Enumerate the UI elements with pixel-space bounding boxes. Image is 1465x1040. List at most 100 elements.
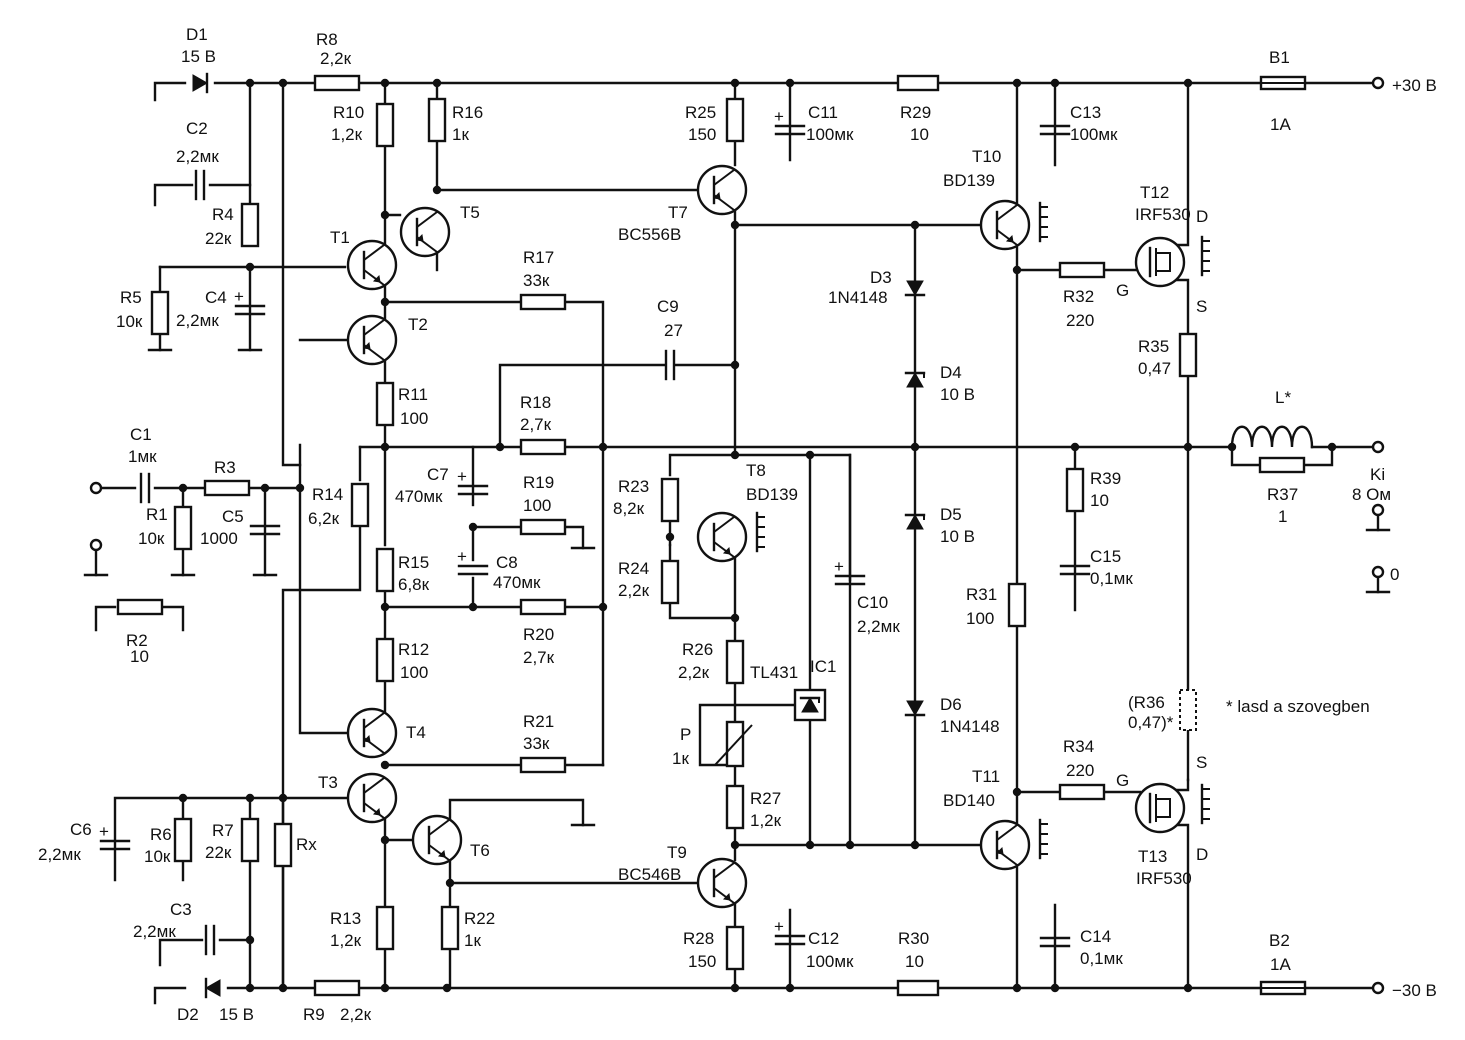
capacitor-label: C14 [1080,927,1111,946]
transistor-collector [713,516,735,533]
resistor-r37 [1258,456,1306,474]
resistor-r39 [1065,467,1085,513]
transistor-emitter [996,229,1018,246]
wire [113,796,352,882]
resistor-value: 22к [205,229,232,248]
rail-pos-label: +30 В [1392,76,1437,95]
resistor-value: 150 [688,952,716,971]
diode-d4 [906,371,924,388]
pin-d-label: D [1196,845,1208,864]
emitter-arrow [1005,234,1014,243]
diode-d6 [906,700,924,717]
transistor-label: T10 [972,147,1001,166]
resistor-r30 [896,979,940,997]
diode-value: 1N4148 [940,717,1000,736]
wire [668,453,737,477]
transistor-emitter [428,844,450,861]
capacitor-value: 2,2мк [176,311,219,330]
resistor-r29 [896,74,940,92]
resistor-label: R16 [452,103,483,122]
diode-d1 [192,74,209,92]
resistor-label: Rx [296,835,317,854]
transistor-label: T3 [318,773,338,792]
pin-g-label: G [1116,281,1129,300]
resistor-r20 [519,598,567,616]
capacitor-label: C9 [657,297,679,316]
transistor-type: IRF530 [1136,869,1192,888]
wire [298,443,352,735]
resistor-value: 1к [672,749,689,768]
components: +++++++ [83,72,1391,999]
capacitor-value: 2,2мк [38,845,81,864]
rail-neg-label: −30 В [1392,981,1437,1000]
junction-dot [178,793,188,803]
resistor-label: R35 [1138,337,1169,356]
transistor-label: T6 [470,841,490,860]
transistor-label: T4 [406,723,426,742]
transistor-t13 [1134,782,1186,834]
wire [94,605,117,632]
resistor-label: R7 [212,821,234,840]
resistor-label: R28 [683,929,714,948]
wire [668,601,737,620]
transistor-t6 [411,814,463,866]
resistor-label: R21 [523,712,554,731]
terminal [1371,565,1385,579]
resistor-label: R8 [316,30,338,49]
resistor-value: 100 [400,409,428,428]
wire [1230,445,1262,467]
polarity-plus: + [774,107,784,126]
transistor-label: T1 [330,228,350,247]
transistor-label: T2 [408,315,428,334]
resistor-r21 [519,756,567,774]
resistor-value: 2,2к [340,1005,372,1024]
resistor-label: R11 [398,385,428,404]
transistor-emitter [363,269,385,286]
diode-value: 10 В [940,385,975,404]
resistor-r6 [173,817,193,863]
polarity-plus: + [834,557,844,576]
resistor-r3 [203,479,251,497]
transistor-type: BD140 [943,791,995,810]
capacitor-label: C15 [1090,547,1121,566]
resistor-r36-optional [1179,689,1197,731]
resistor-label: R12 [398,640,429,659]
diode-d3 [906,280,924,297]
fuse-label: B2 [1269,931,1290,950]
resistor-r11 [375,381,395,427]
resistor-label: R30 [898,929,929,948]
polarity-plus: + [234,287,244,306]
pin-d-label: D [1196,207,1208,226]
transistor-collector [363,777,385,794]
wire [435,139,717,192]
junction-dot [730,840,740,850]
transistor-collector [363,244,385,261]
resistor-label: R5 [120,288,142,307]
junction-dot [1327,442,1337,452]
resistor-r14 [350,482,370,528]
resistor-value: 2,7к [523,648,555,667]
output-impedance: 8 Ом [1352,485,1391,504]
inductor-l [1230,425,1314,449]
wire [153,81,187,102]
resistor-label: R6 [150,825,172,844]
resistor-value: 1,2к [750,811,782,830]
resistor-label: R22 [464,909,495,928]
resistor-r19 [519,518,567,536]
junction-dot [432,185,442,195]
resistor-label: R14 [312,485,343,504]
resistor-r8 [313,74,361,92]
resistor-value-line: 0,47)* [1128,713,1174,732]
resistor-r35 [1178,332,1198,378]
transistor-t11 [979,819,1031,871]
potentiometer-arrow [714,724,753,766]
resistor-r23 [660,477,680,523]
transistor-collector [428,819,450,836]
junction-dot [910,840,920,850]
resistor-label: R34 [1063,737,1094,756]
resistor-r2 [116,598,164,616]
junction-dot [245,793,255,803]
terminal [1371,981,1385,995]
